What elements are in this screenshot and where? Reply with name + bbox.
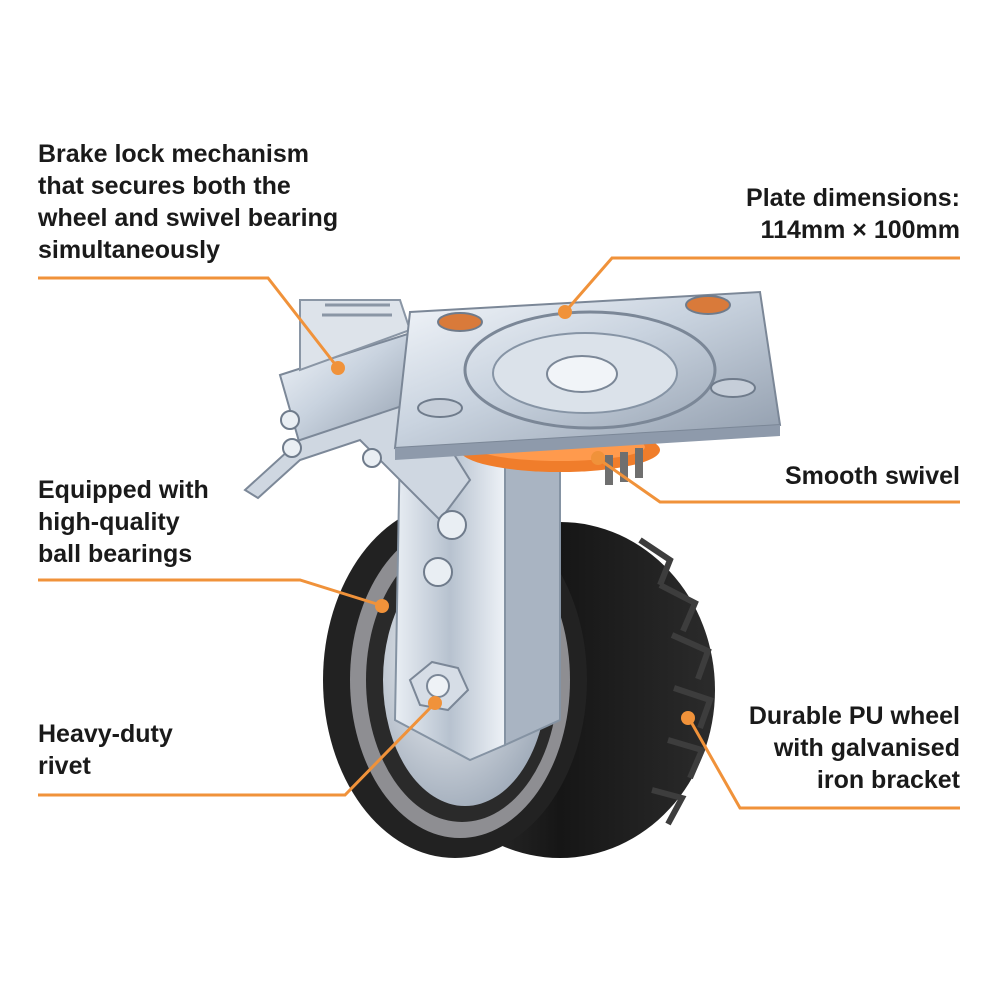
callout-line-heavy-duty-rivet	[38, 701, 437, 797]
callout-dot-brake-lock	[331, 361, 345, 375]
callout-brake-lock-line: Brake lock mechanism	[38, 140, 309, 168]
top-plate	[393, 290, 782, 460]
callout-pu-wheel: Durable PU wheel with galvanised iron br…	[749, 700, 960, 796]
plate-hole-top-right	[685, 295, 731, 315]
callout-plate-dimensions-line: Plate dimensions:	[746, 184, 960, 212]
callout-plate-dimensions: Plate dimensions: 114mm × 100mm	[746, 182, 960, 246]
callout-line-plate-dimensions	[563, 256, 960, 313]
plate-hole-bottom-left	[417, 398, 463, 418]
callout-dots	[331, 305, 695, 725]
callout-ball-bearings-line: ball bearings	[38, 540, 193, 568]
callout-heavy-duty-rivet-line: Heavy-duty	[38, 720, 173, 748]
callout-dot-ball-bearings	[375, 599, 389, 613]
callout-dot-pu-wheel	[681, 711, 695, 725]
callout-lines	[38, 256, 960, 810]
callout-dot-plate-dimensions	[558, 305, 572, 319]
tread-pattern	[638, 537, 714, 826]
callout-line-smooth-swivel	[599, 458, 960, 504]
callout-smooth-swivel-line: Smooth swivel	[784, 462, 960, 490]
callout-brake-lock-line: wheel and swivel bearing	[38, 204, 339, 232]
callout-brake-lock-line: that secures both the	[38, 172, 291, 200]
callout-heavy-duty-rivet: Heavy-duty rivet	[38, 718, 173, 782]
callout-ball-bearings-line: high-quality	[38, 508, 180, 536]
callout-pu-wheel-line: iron bracket	[816, 766, 960, 794]
callout-plate-dimensions-line: 114mm × 100mm	[760, 216, 960, 244]
callout-dot-heavy-duty-rivet	[428, 696, 442, 710]
callout-brake-lock-line: simultaneously	[38, 236, 220, 264]
callout-brake-lock: Brake lock mechanism that secures both t…	[38, 138, 338, 266]
callout-heavy-duty-rivet-line: rivet	[38, 752, 91, 780]
callout-line-brake-lock	[38, 276, 340, 369]
callout-dot-smooth-swivel	[591, 451, 605, 465]
axle-bolt	[408, 660, 470, 712]
callout-ball-bearings: Equipped with high-quality ball bearings	[38, 474, 209, 570]
callout-smooth-swivel: Smooth swivel	[785, 460, 960, 492]
plate-hole-top-left	[437, 312, 483, 332]
callout-pu-wheel-line: Durable PU wheel	[748, 702, 960, 730]
callout-ball-bearings-line: Equipped with	[38, 476, 209, 504]
callout-line-pu-wheel	[688, 719, 960, 810]
callout-line-ball-bearings	[38, 578, 381, 607]
callout-pu-wheel-line: with galvanised	[773, 734, 960, 762]
plate-hole-bottom-right	[710, 378, 756, 398]
